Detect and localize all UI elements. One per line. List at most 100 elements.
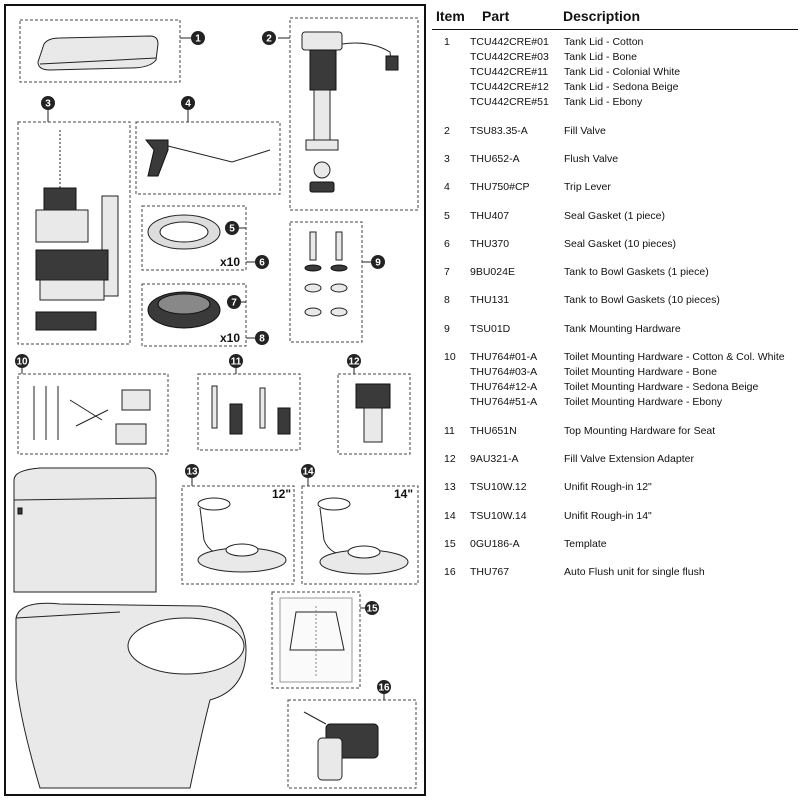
part-description: Tank Lid - Cotton (564, 36, 644, 48)
row-part-numbers: TSU10W.12 (470, 480, 527, 495)
part-number: THU131 (470, 294, 510, 306)
part-number: 9AU321-A (470, 453, 519, 465)
part-number: TSU01D (470, 323, 511, 335)
part-number: THU370 (470, 238, 510, 250)
part-number: TCU442CRE#11 (470, 66, 549, 78)
svg-text:5: 5 (229, 224, 235, 235)
row-item-number: 6 (444, 238, 450, 250)
tank-mounting-hardware-illustration (289, 221, 363, 343)
row-descriptions: Top Mounting Hardware for Seat (564, 424, 715, 439)
row-part-numbers: THU370 (470, 237, 509, 252)
row-part-numbers: TSU01D (470, 322, 510, 337)
row-descriptions: Trip Lever (564, 180, 611, 195)
rough-in-12-label: 12" (272, 487, 291, 501)
tank-lid-illustration (19, 19, 181, 83)
row-part-numbers: 0GU186-A (470, 537, 520, 552)
row-descriptions: Tank to Bowl Gaskets (1 piece) (564, 265, 709, 280)
callout-2: 2 (262, 31, 276, 45)
callout-7: 7 (227, 295, 241, 309)
auto-flush-illustration (287, 699, 417, 789)
row-item-number: 16 (444, 566, 456, 578)
callout-15: 15 (365, 601, 379, 615)
row-descriptions: Tank Mounting Hardware (564, 322, 681, 337)
flush-valve-illustration (17, 121, 131, 345)
part-description: Tank Mounting Hardware (564, 323, 681, 335)
seal-gasket-multiplier: x10 (220, 255, 240, 269)
callout-11: 11 (229, 354, 243, 368)
part-description: Tank Lid - Sedona Beige (564, 81, 679, 93)
svg-text:3: 3 (45, 99, 51, 110)
row-item-number: 13 (444, 481, 456, 493)
row-descriptions: Toilet Mounting Hardware - Cotton & Col.… (564, 350, 785, 410)
svg-text:15: 15 (366, 604, 378, 615)
toilet-tank-illustration (13, 467, 157, 593)
row-descriptions: Template (564, 537, 607, 552)
svg-text:4: 4 (185, 99, 191, 110)
part-description: Template (564, 538, 607, 550)
row-part-numbers: 9AU321-A (470, 452, 518, 467)
part-number: THU764#12-A (470, 381, 538, 393)
part-number: TSU10W.12 (470, 481, 527, 493)
header-item: Item (436, 8, 465, 24)
part-number: 0GU186-A (470, 538, 520, 550)
part-description: Trip Lever (564, 181, 611, 193)
fill-valve-extension-illustration (337, 373, 411, 455)
row-descriptions: Fill Valve (564, 124, 606, 139)
part-number: TCU442CRE#51 (470, 96, 549, 108)
row-item-number: 15 (444, 538, 456, 550)
template-illustration (271, 591, 361, 689)
svg-text:1: 1 (195, 34, 201, 45)
toilet-bowl-illustration (15, 602, 247, 789)
part-description: Tank to Bowl Gaskets (1 piece) (564, 266, 709, 278)
row-part-numbers: THU652-A (470, 152, 520, 167)
row-descriptions: Unifit Rough-in 14" (564, 509, 652, 524)
callout-5: 5 (225, 221, 239, 235)
part-description: Auto Flush unit for single flush (564, 566, 705, 578)
part-number: THU764#51-A (470, 396, 538, 408)
part-description: Fill Valve (564, 125, 606, 137)
row-item-number: 11 (444, 425, 455, 437)
callout-12: 12 (347, 354, 361, 368)
row-item-number: 14 (444, 510, 456, 522)
callout-1: 1 (191, 31, 205, 45)
callout-4: 4 (181, 96, 195, 110)
header-part: Part (482, 8, 510, 24)
row-part-numbers: THU750#CP (470, 180, 530, 195)
row-descriptions: Flush Valve (564, 152, 618, 167)
rough-in-14-label: 14" (394, 487, 413, 501)
row-part-numbers: 9BU024E (470, 265, 515, 280)
part-description: Seal Gasket (10 pieces) (564, 238, 677, 250)
svg-text:6: 6 (259, 258, 265, 269)
part-description: Tank Lid - Bone (564, 51, 637, 63)
row-item-number: 2 (444, 125, 450, 137)
row-part-numbers: TSU10W.14 (470, 509, 527, 524)
table-header: Item Part Description (432, 8, 800, 26)
unifit-12-illustration (181, 485, 295, 585)
row-item-number: 5 (444, 210, 450, 222)
toilet-mounting-hardware-illustration (17, 373, 169, 455)
svg-text:9: 9 (375, 258, 381, 269)
seat-hardware-illustration (197, 373, 301, 451)
row-part-numbers: THU651N (470, 424, 517, 439)
row-descriptions: Unifit Rough-in 12" (564, 480, 652, 495)
part-description: Seal Gasket (1 piece) (564, 210, 665, 222)
row-part-numbers: THU767 (470, 565, 509, 580)
part-description: Flush Valve (564, 153, 619, 165)
part-description: Top Mounting Hardware for Seat (564, 425, 716, 437)
part-description: Tank Lid - Colonial White (564, 66, 681, 78)
part-number: THU767 (470, 566, 510, 578)
svg-text:16: 16 (378, 683, 390, 694)
part-number: THU750#CP (470, 181, 530, 193)
unifit-14-illustration (301, 485, 419, 585)
row-item-number: 3 (444, 153, 450, 165)
callout-9: 9 (371, 255, 385, 269)
exploded-view: 1 2 3 4 5 6 7 8 9 10 11 12 13 14 15 16 x… (4, 4, 426, 796)
part-number: TSU10W.14 (470, 510, 527, 522)
part-description: Toilet Mounting Hardware - Bone (564, 366, 717, 378)
svg-text:12: 12 (348, 357, 360, 368)
part-description: Tank Lid - Ebony (564, 96, 643, 108)
